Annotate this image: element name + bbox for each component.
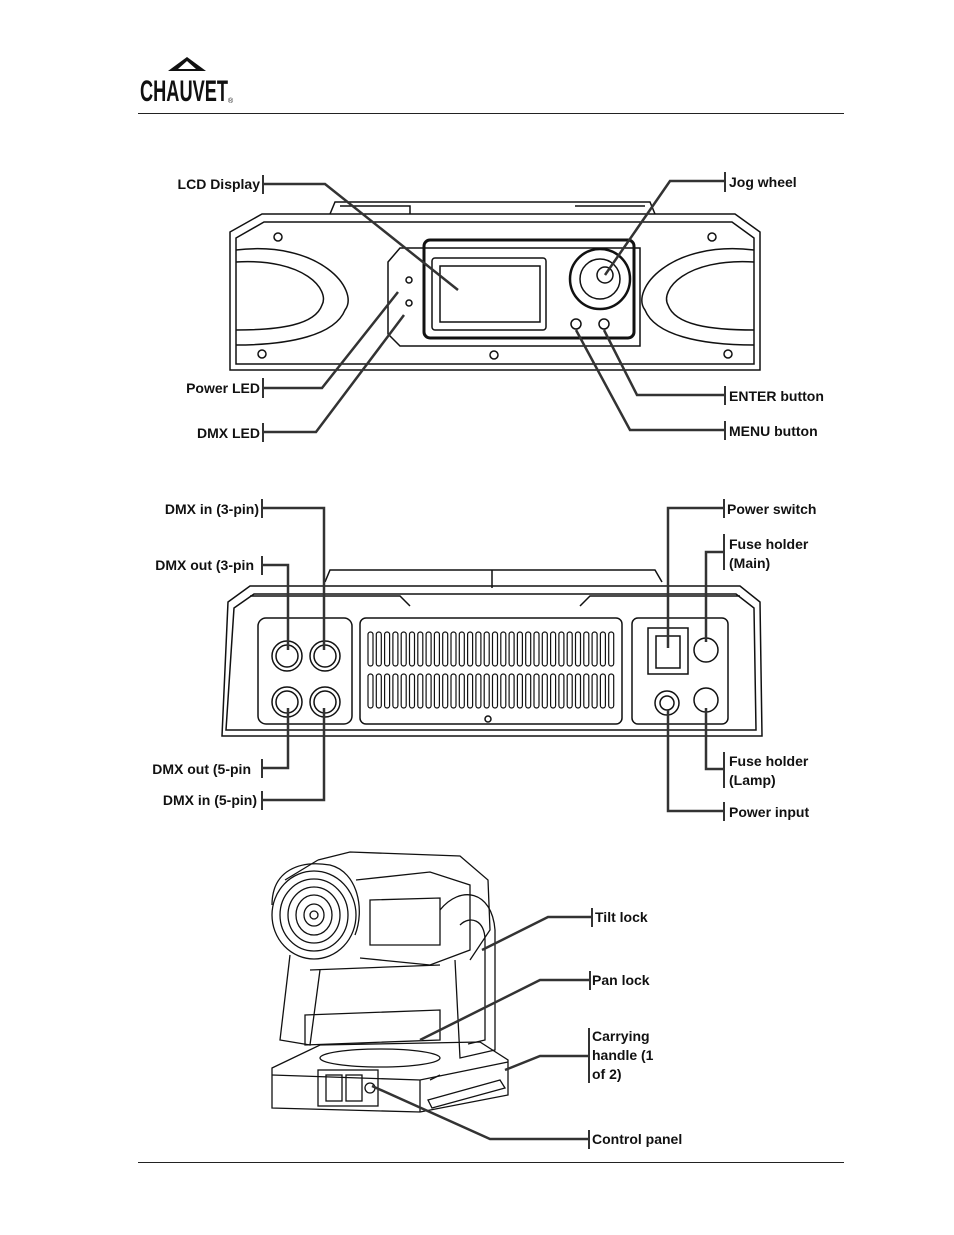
vent-slot (516, 631, 524, 667)
vent-slot (392, 631, 399, 667)
vent-slot (458, 631, 465, 667)
vent-slot (508, 673, 515, 709)
jog-wheel-label: Jog wheel (729, 174, 797, 190)
vent-slot (508, 631, 515, 667)
vent-slot (433, 631, 440, 667)
power-input-label: Power input (729, 804, 810, 820)
vent-slot (417, 631, 424, 667)
vent-slot (541, 673, 548, 709)
vent-slot (408, 673, 416, 709)
vent-slot (483, 673, 490, 709)
vent-slot (384, 631, 391, 667)
vent-slot (533, 631, 540, 667)
footer-rule (138, 1162, 844, 1163)
vent-slot (541, 631, 548, 667)
vent-slot (525, 673, 532, 709)
vent-slot (549, 673, 557, 709)
power-led-label: Power LED (186, 380, 260, 396)
vent-slot (417, 673, 424, 709)
vent-slot (583, 631, 590, 667)
vent-slot (566, 631, 573, 667)
vent-slot (533, 673, 540, 709)
pan-lock-label: Pan lock (592, 972, 650, 988)
vent-slot (583, 673, 590, 709)
vent-slot (591, 631, 598, 667)
vent-slot (608, 631, 615, 667)
vent-slot (608, 673, 615, 709)
vent-slot (566, 673, 573, 709)
vent-slot (475, 631, 482, 667)
vent-slot (450, 631, 457, 667)
vent-slot (558, 631, 565, 667)
vent-slot (375, 673, 382, 709)
vent-slot (458, 673, 465, 709)
menu-button-label: MENU button (729, 423, 818, 439)
vent-slot (525, 631, 532, 667)
vent-slot (367, 631, 374, 667)
vent-slot (475, 673, 482, 709)
vent-slot (558, 673, 565, 709)
vent-slot (549, 631, 557, 667)
power-switch-label: Power switch (727, 501, 817, 517)
vent-slot (450, 673, 457, 709)
dmx-in-3pin-label: DMX in (3-pin) (164, 501, 259, 517)
dmx-out-3pin-label: DMX out (3-pin (155, 557, 254, 573)
vent-slot (425, 673, 432, 709)
vent-slot (384, 673, 391, 709)
fuse-main-label: Fuse holder (Main) (729, 536, 809, 571)
vent-slot (574, 673, 582, 709)
fuse-lamp-label: Fuse holder (Lamp) (729, 753, 809, 788)
carrying-handle-label: Carrying handle (1 of 2) (592, 1028, 654, 1082)
vent-slot (408, 631, 416, 667)
control-panel-label: Control panel (592, 1131, 683, 1147)
vent-slot (574, 631, 582, 667)
vent-slot (491, 673, 499, 709)
dmx-led-label: DMX LED (197, 425, 260, 441)
vent-slot (467, 631, 474, 667)
vent-slot (516, 673, 524, 709)
dmx-in-5pin-label: DMX in (5-pin) (162, 792, 257, 808)
vent-slot (483, 631, 490, 667)
vent-slot (467, 673, 474, 709)
vent-slot (500, 673, 507, 709)
dmx-out-5pin-label: DMX out (5-pin (152, 761, 251, 777)
vent-slot (599, 673, 607, 709)
vent-slot (599, 631, 607, 667)
svg-text:®: ® (228, 97, 234, 105)
vent-slot (400, 673, 407, 709)
vent-slot (491, 631, 499, 667)
vent-slot (500, 631, 507, 667)
tilt-lock-label: Tilt lock (595, 909, 648, 925)
header-rule (138, 113, 844, 114)
vent-slot (375, 631, 382, 667)
vent-slot (425, 631, 432, 667)
vent-slot (433, 673, 440, 709)
vent-slot (392, 673, 399, 709)
chauvet-logo: CHAUVET ® (138, 55, 236, 108)
vent-slot (400, 631, 407, 667)
vent-slot (442, 631, 449, 667)
vent-slot (591, 673, 598, 709)
svg-text:CHAUVET: CHAUVET (140, 75, 228, 107)
vent-slot (442, 673, 449, 709)
lcd-display-label: LCD Display (177, 176, 260, 192)
vent-slot (367, 673, 374, 709)
enter-button-label: ENTER button (729, 388, 824, 404)
